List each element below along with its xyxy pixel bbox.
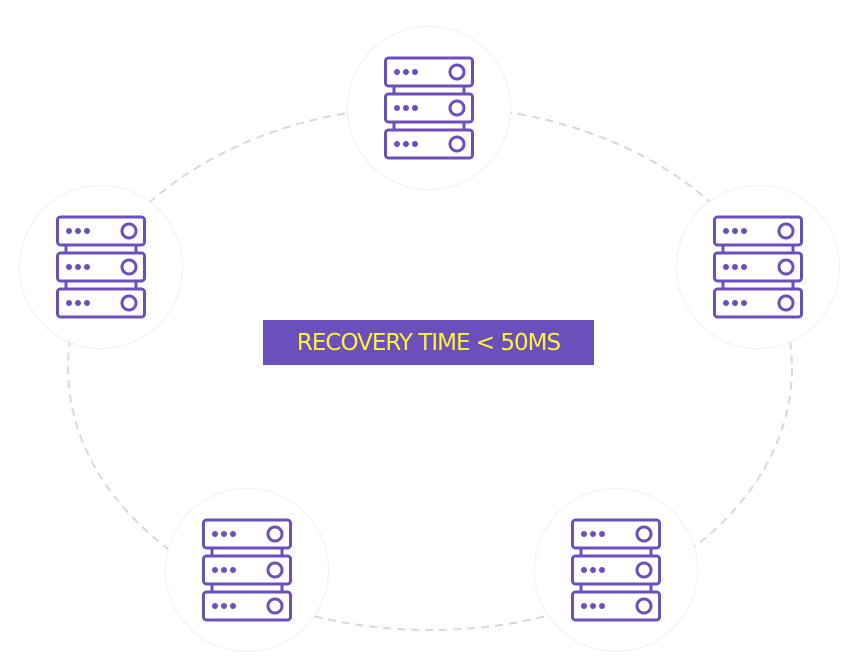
ring-dashed-path <box>67 105 793 631</box>
server-rack-icon <box>713 215 803 319</box>
recovery-time-label: RECOVERY TIME < 50MS <box>263 320 594 365</box>
server-node-right <box>677 186 839 348</box>
server-rack-icon <box>56 215 146 319</box>
recovery-time-text: RECOVERY TIME < 50MS <box>296 329 561 356</box>
server-rack-icon <box>384 56 474 160</box>
server-rack-icon <box>571 518 661 622</box>
server-rack-icon <box>202 518 292 622</box>
server-node-bottom-left <box>166 489 328 651</box>
server-node-top <box>348 27 510 189</box>
server-node-left <box>20 186 182 348</box>
server-node-bottom-right <box>535 489 697 651</box>
